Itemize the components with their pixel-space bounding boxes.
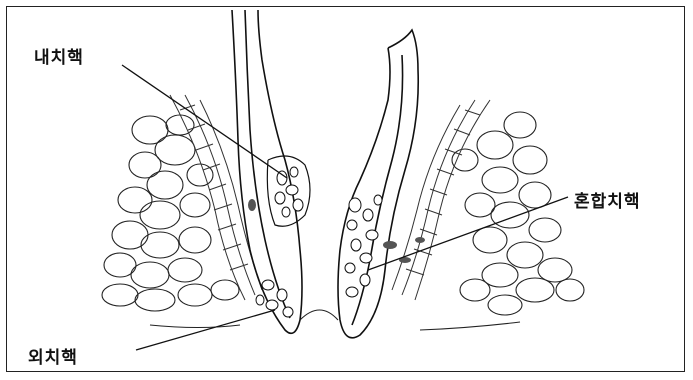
hemorrhoid-cluster-mixed bbox=[345, 195, 382, 297]
leader-line-internal bbox=[122, 65, 287, 178]
leader-lines bbox=[122, 65, 568, 350]
label-internal-hemorrhoid: 내치핵 bbox=[34, 43, 84, 68]
hemorrhoid-cluster-external bbox=[256, 280, 293, 317]
leader-line-mixed bbox=[368, 197, 568, 270]
shaded-vessels bbox=[248, 199, 425, 263]
label-mixed-hemorrhoid: 혼합치핵 bbox=[574, 187, 641, 212]
fat-tissue-right bbox=[452, 112, 584, 315]
label-external-hemorrhoid: 외치핵 bbox=[28, 343, 78, 368]
fat-tissue-left bbox=[102, 115, 239, 311]
muscle-layer-right bbox=[392, 100, 490, 300]
skin-surface bbox=[150, 310, 520, 330]
leader-line-external bbox=[136, 310, 275, 350]
